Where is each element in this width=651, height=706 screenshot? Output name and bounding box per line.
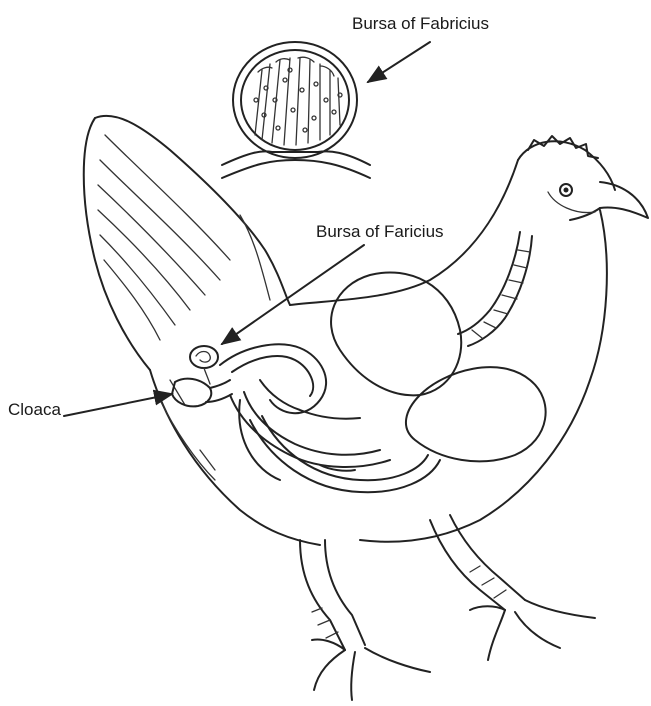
label-bursa-of-fabricius: Bursa of Fabricius: [352, 14, 489, 34]
wing-illustration: [84, 116, 290, 370]
arrow-bursa-enlarged: [368, 42, 430, 82]
chicken-body-outline: [150, 136, 648, 545]
arrow-cloaca: [64, 394, 172, 416]
label-cloaca: Cloaca: [8, 400, 61, 420]
legs-illustration: [300, 515, 595, 700]
bursa-enlarged-illustration: [222, 42, 370, 178]
label-bursa-in-body: Bursa of Faricius: [316, 222, 444, 242]
internal-organs-illustration: [172, 232, 546, 492]
arrow-bursa-in-body: [222, 245, 364, 344]
